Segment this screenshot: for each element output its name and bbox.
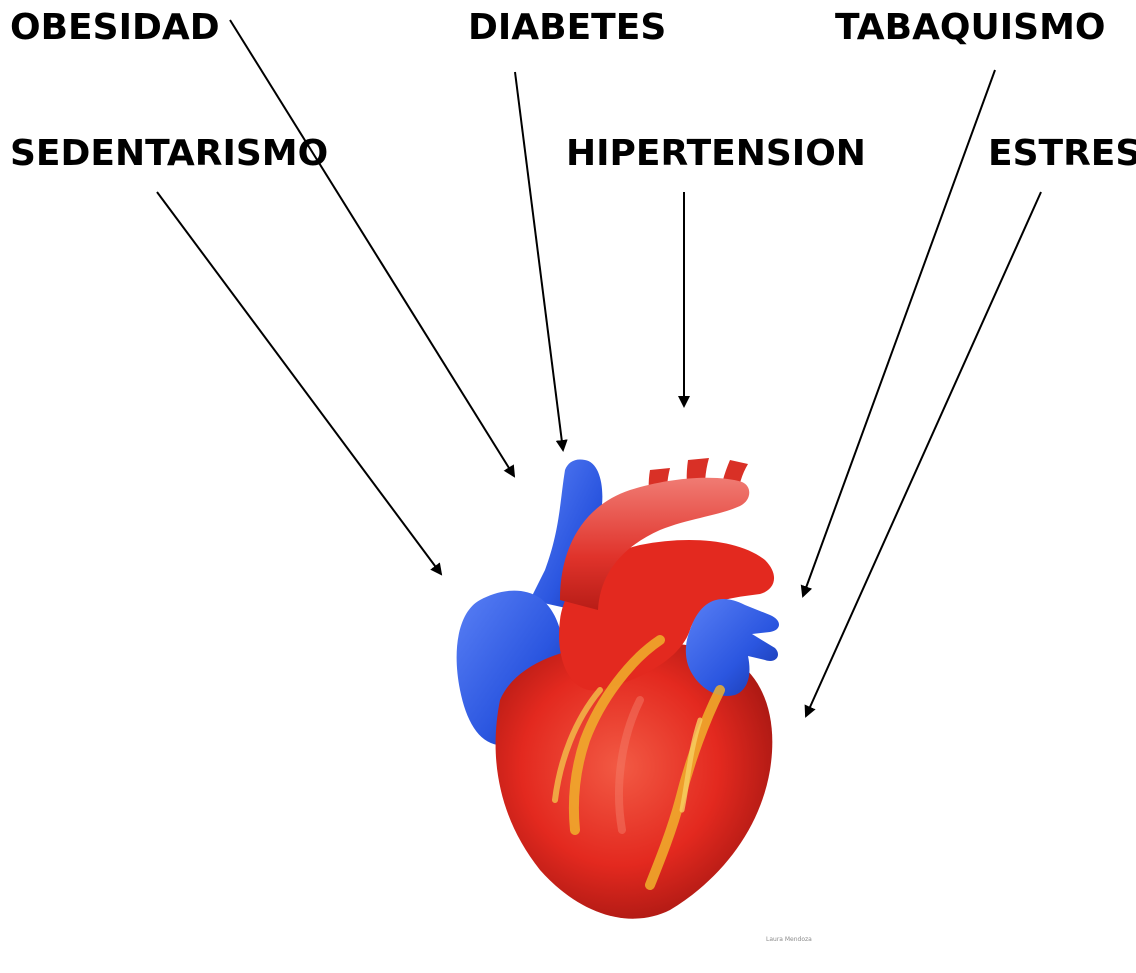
heart-illustration	[457, 458, 779, 919]
label-estres: ESTRES	[988, 136, 1136, 172]
pulmonary-veins	[686, 599, 779, 696]
label-hipertension: HIPERTENSION	[566, 136, 866, 172]
label-sedentarismo: SEDENTARISMO	[10, 136, 328, 172]
label-tabaquismo: TABAQUISMO	[835, 10, 1106, 46]
arrow-estres	[806, 192, 1041, 716]
image-credit: Laura Mendoza	[766, 936, 812, 943]
arrow-obesidad	[230, 20, 514, 476]
arrow-diabetes	[515, 72, 563, 450]
arrow-sedentarismo	[157, 192, 441, 574]
label-diabetes: DIABETES	[468, 10, 666, 46]
label-obesidad: OBESIDAD	[10, 10, 220, 46]
